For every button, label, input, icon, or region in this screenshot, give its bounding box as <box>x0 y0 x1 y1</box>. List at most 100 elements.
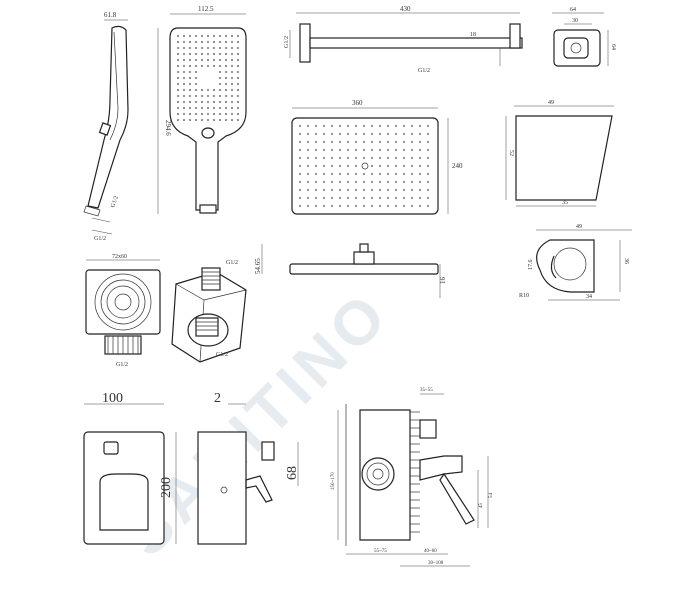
label-holder-top: 49 <box>548 100 554 106</box>
nozzle-dot <box>299 165 301 167</box>
nozzle-dot <box>183 77 185 79</box>
nozzle-dot <box>379 197 381 199</box>
nozzle-dot <box>323 141 325 143</box>
label-head-side-height: 54.65 <box>254 258 262 274</box>
nozzle-dot <box>395 165 397 167</box>
nozzle-dot <box>379 141 381 143</box>
nozzle-dot <box>207 59 209 61</box>
nozzle-dot <box>237 101 239 103</box>
nozzle-dot <box>363 149 365 151</box>
nozzle-dot <box>339 173 341 175</box>
nozzle-dot <box>213 41 215 43</box>
nozzle-dot <box>387 181 389 183</box>
nozzle-dot <box>183 107 185 109</box>
nozzle-dot <box>331 141 333 143</box>
nozzle-dot <box>427 173 429 175</box>
nozzle-dot <box>201 113 203 115</box>
nozzle-dot <box>403 173 405 175</box>
nozzle-dot <box>347 189 349 191</box>
nozzle-dot <box>195 113 197 115</box>
label-flange-inner: 30 <box>572 18 578 24</box>
nozzle-dot <box>387 125 389 127</box>
label-bracket-height: 36 <box>623 258 629 264</box>
nozzle-dot <box>403 141 405 143</box>
label-head-depth: 240 <box>452 162 463 170</box>
nozzle-dot <box>299 133 301 135</box>
nozzle-dot <box>201 89 203 91</box>
nozzle-dot <box>231 101 233 103</box>
nozzle-dot <box>299 157 301 159</box>
nozzle-dot <box>411 133 413 135</box>
label-outlet-thread-top: G1/2 <box>226 260 238 266</box>
nozzle-dot <box>315 125 317 127</box>
nozzle-dot <box>183 35 185 37</box>
nozzle-dot <box>201 101 203 103</box>
nozzle-dot <box>189 107 191 109</box>
nozzle-dot <box>379 125 381 127</box>
nozzle-dot <box>225 71 227 73</box>
nozzle-dot <box>225 77 227 79</box>
nozzle-dot <box>219 71 221 73</box>
nozzle-dot <box>371 157 373 159</box>
nozzle-dot <box>207 35 209 37</box>
nozzle-dot <box>427 125 429 127</box>
nozzle-dot <box>339 165 341 167</box>
nozzle-dot <box>189 35 191 37</box>
nozzle-dot <box>307 165 309 167</box>
nozzle-dot <box>363 125 365 127</box>
nozzle-dot <box>427 189 429 191</box>
nozzle-dot <box>225 35 227 37</box>
holder-side-view: 49 52 35 <box>505 100 614 207</box>
wall-flange: 64 30 64 <box>552 7 616 67</box>
nozzle-dot <box>395 141 397 143</box>
nozzle-dot <box>195 83 197 85</box>
nozzle-dot <box>177 35 179 37</box>
nozzle-dot <box>195 53 197 55</box>
nozzle-dot <box>213 59 215 61</box>
nozzle-dot <box>307 205 309 207</box>
nozzle-dot <box>371 165 373 167</box>
nozzle-dot <box>213 53 215 55</box>
nozzle-dot <box>323 189 325 191</box>
nozzle-dot <box>387 133 389 135</box>
nozzle-dot <box>419 181 421 183</box>
nozzle-dot <box>355 173 357 175</box>
nozzle-dot <box>403 133 405 135</box>
nozzle-dot <box>299 189 301 191</box>
nozzle-dot <box>189 47 191 49</box>
nozzle-dot <box>323 197 325 199</box>
nozzle-dot <box>403 125 405 127</box>
label-holder-bottom: 35 <box>562 200 568 206</box>
nozzle-dot <box>219 101 221 103</box>
nozzle-dot <box>177 89 179 91</box>
nozzle-dot <box>331 165 333 167</box>
nozzle-dot <box>371 173 373 175</box>
nozzle-dot <box>231 65 233 67</box>
nozzle-dot <box>339 197 341 199</box>
nozzle-dot <box>395 125 397 127</box>
nozzle-dot <box>387 141 389 143</box>
nozzle-dot <box>225 95 227 97</box>
nozzle-dot <box>419 197 421 199</box>
nozzle-dot <box>219 119 221 121</box>
nozzle-dot <box>213 65 215 67</box>
nozzle-dot <box>323 157 325 159</box>
nozzle-dot <box>219 41 221 43</box>
nozzle-dot <box>183 59 185 61</box>
label-box-top: 35~55 <box>420 388 433 393</box>
nozzle-dot <box>379 133 381 135</box>
nozzle-dot <box>189 113 191 115</box>
nozzle-dot <box>225 89 227 91</box>
nozzle-dot <box>379 157 381 159</box>
nozzle-dot <box>403 165 405 167</box>
nozzle-dot <box>219 59 221 61</box>
label-hose-thread-b: G1/2 <box>94 236 106 242</box>
label-bracket-bottom: 34 <box>586 294 592 300</box>
nozzle-dot <box>427 141 429 143</box>
nozzle-dot <box>347 125 349 127</box>
holder-bracket: 49 36 17.6 R10 34 <box>519 224 632 301</box>
nozzle-dot <box>347 141 349 143</box>
nozzle-dot <box>207 53 209 55</box>
nozzle-dot <box>411 141 413 143</box>
nozzle-dot <box>395 197 397 199</box>
